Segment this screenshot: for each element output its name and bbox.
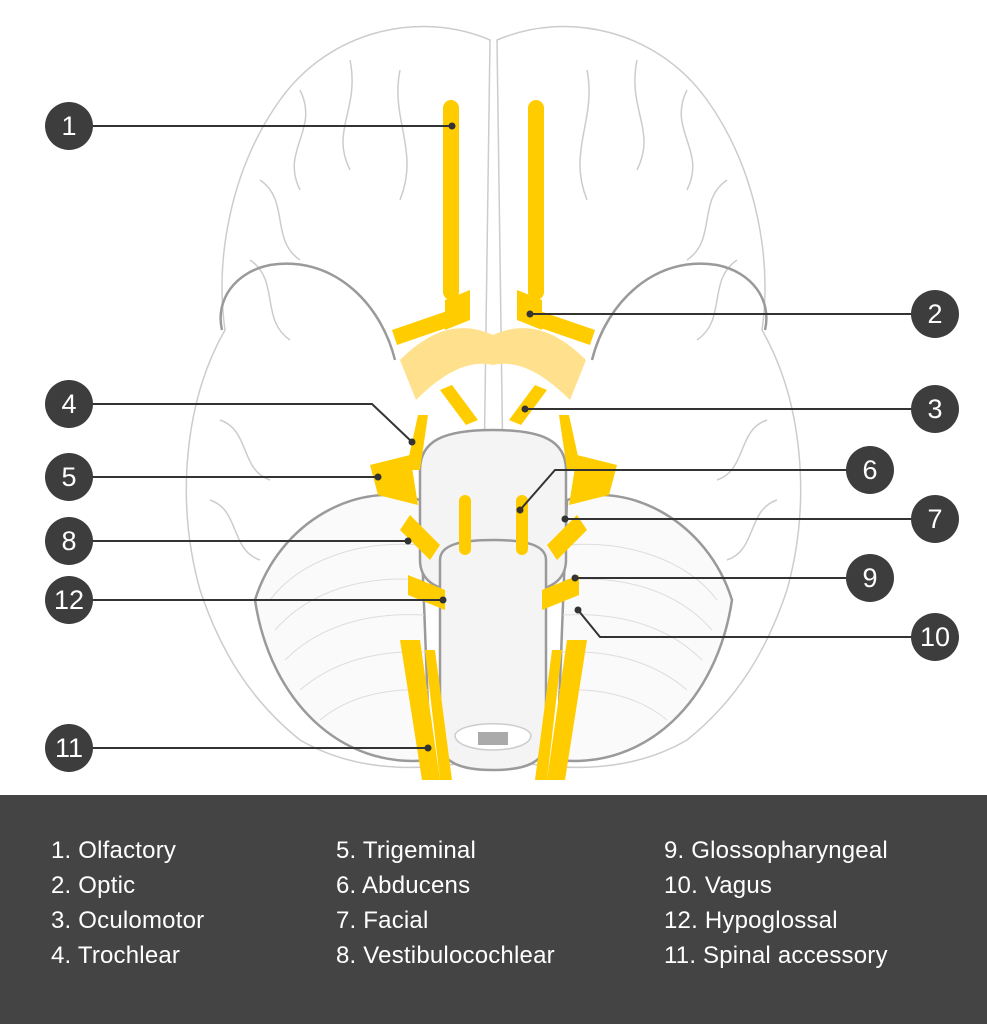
marker-2-label: 2: [927, 299, 942, 329]
marker-9-badge: 9: [846, 554, 894, 602]
marker-10-badge: 10: [911, 613, 959, 661]
marker-8-label: 8: [61, 526, 76, 556]
legend-panel: 1. Olfactory 2. Optic 3. Oculomotor 4. T…: [0, 795, 987, 1024]
legend-item: 5. Trigeminal: [336, 837, 476, 864]
legend-item: 6. Abducens: [336, 872, 471, 899]
marker-1-badge: 1: [45, 102, 93, 150]
marker-12-badge: 12: [45, 576, 93, 624]
brain-inferior-view-diagram: 1 2 3 4 5 6 7 8 9 10 11 12: [45, 25, 959, 780]
marker-7-badge: 7: [911, 495, 959, 543]
marker-11-label: 11: [55, 733, 83, 763]
legend-item: 3. Oculomotor: [51, 907, 205, 934]
marker-4-badge: 4: [45, 380, 93, 428]
marker-3-label: 3: [927, 394, 942, 424]
optic-chiasm: [400, 328, 586, 400]
marker-9-label: 9: [862, 563, 877, 593]
legend-column-1: 1. Olfactory 2. Optic 3. Oculomotor 4. T…: [51, 833, 204, 973]
marker-7-label: 7: [927, 504, 942, 534]
marker-1-label: 1: [61, 111, 76, 141]
leader-lines: [92, 125, 912, 749]
legend-item: 12. Hypoglossal: [664, 907, 838, 934]
marker-6-label: 6: [862, 455, 877, 485]
cranial-nerve-shapes: [370, 100, 617, 780]
legend-item: 1. Olfactory: [51, 837, 177, 864]
legend-item: 7. Facial: [336, 907, 429, 934]
marker-11-badge: 11: [45, 724, 93, 772]
legend-item: 8. Vestibulocochlear: [336, 942, 555, 969]
legend-item: 4. Trochlear: [51, 942, 181, 969]
legend-item: 2. Optic: [51, 872, 136, 899]
marker-8-badge: 8: [45, 517, 93, 565]
marker-6-badge: 6: [846, 446, 894, 494]
legend-column-2: 5. Trigeminal 6. Abducens 7. Facial 8. V…: [336, 833, 555, 973]
marker-4-label: 4: [61, 389, 76, 419]
marker-5-label: 5: [61, 462, 76, 492]
legend-item: 11. Spinal accessory: [664, 942, 888, 969]
legend-item: 10. Vagus: [664, 872, 773, 899]
marker-12-label: 12: [54, 585, 84, 615]
leader-endpoints: [374, 122, 582, 752]
legend-item: 9. Glossopharyngeal: [664, 837, 888, 864]
marker-2-badge: 2: [911, 290, 959, 338]
marker-10-label: 10: [920, 622, 950, 652]
legend-column-3: 9. Glossopharyngeal 10. Vagus 12. Hypogl…: [664, 833, 888, 973]
marker-5-badge: 5: [45, 453, 93, 501]
marker-3-badge: 3: [911, 385, 959, 433]
cerebellum: [253, 493, 734, 763]
